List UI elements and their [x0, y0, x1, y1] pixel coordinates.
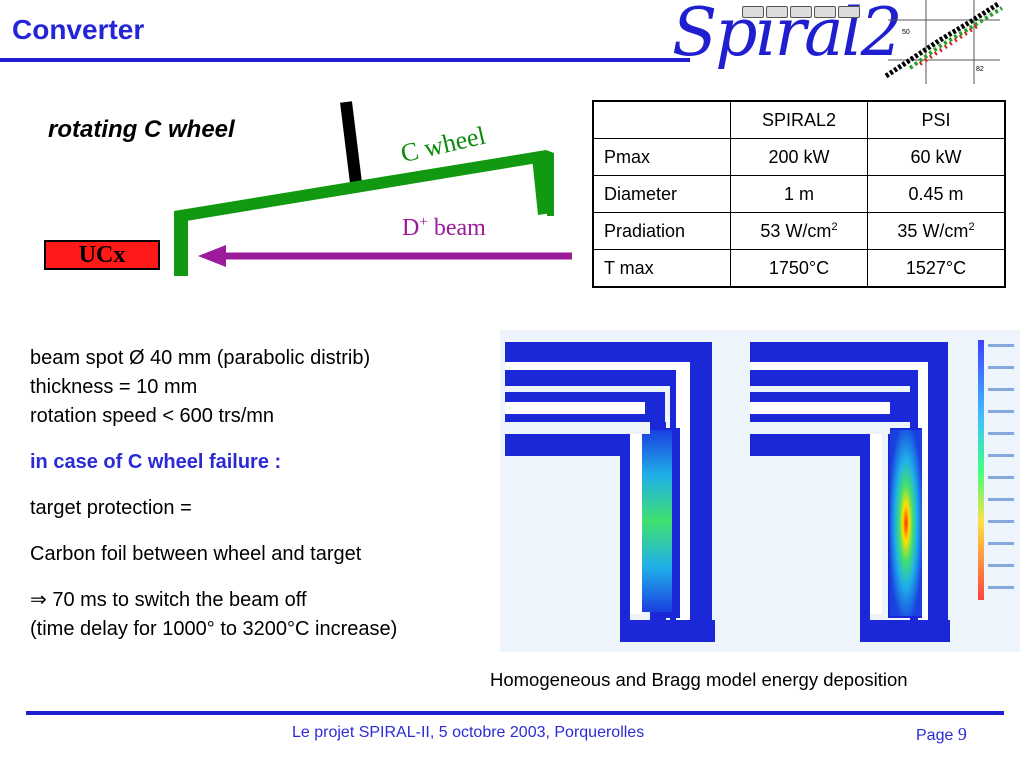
beam-arrow-head	[198, 245, 226, 267]
title-divider	[0, 58, 690, 62]
psi-value: 35 W/cm2	[867, 212, 1006, 250]
description-text: beam spot Ø 40 mm (parabolic distrib) th…	[30, 344, 500, 644]
psi-value: 0.45 m	[867, 175, 1006, 213]
row-label: Pradiation	[592, 212, 731, 250]
page-indicator: Page 9	[916, 724, 967, 745]
psi-value: 1527°C	[867, 249, 1006, 288]
c-wheel-left-arm	[174, 214, 188, 276]
image-caption: Homogeneous and Bragg model energy depos…	[490, 669, 908, 690]
switch-off-line: ⇒ 70 ms to switch the beam off	[30, 589, 307, 611]
psi-value: 60 kW	[867, 138, 1006, 176]
thickness-line: thickness = 10 mm	[30, 376, 198, 398]
beam-particle: D	[402, 215, 420, 241]
table-row: Pmax 200 kW 60 kW	[592, 138, 1006, 176]
target-protection-line: target protection =	[30, 497, 192, 519]
logo-graph-icon: 50 82	[884, 0, 1004, 84]
footer-text: Le projet SPIRAL-II, 5 octobre 2003, Por…	[292, 724, 645, 741]
c-wheel-right-arm	[532, 155, 552, 215]
rotation-speed-line: rotation speed < 600 trs/mn	[30, 405, 275, 427]
comparison-table: SPIRAL2 PSI Pmax 200 kW 60 kW Diameter 1…	[592, 100, 1006, 288]
logo-badge	[814, 6, 836, 18]
table-row: Pradiation 53 W/cm2 35 W/cm2	[592, 212, 1006, 250]
time-delay-line: (time delay for 1000° to 3200°C increase…	[30, 618, 398, 640]
axle	[340, 101, 362, 184]
footer-divider	[26, 711, 1004, 715]
graph-label-50: 50	[902, 29, 910, 36]
logo-badge	[742, 6, 764, 18]
table-row: Diameter 1 m 0.45 m	[592, 175, 1006, 213]
failure-heading: in case of C wheel failure :	[30, 451, 282, 473]
logo-badge	[838, 6, 860, 18]
beam-spot-line: beam spot Ø 40 mm (parabolic distrib)	[30, 347, 371, 369]
graph-label-82: 82	[976, 66, 984, 73]
row-label: Diameter	[592, 175, 731, 213]
table-header-row: SPIRAL2 PSI	[592, 100, 1006, 139]
c-wheel-top	[174, 152, 552, 223]
spiral2-value: 1750°C	[730, 249, 868, 288]
header-cell-spiral2: SPIRAL2	[730, 100, 868, 139]
slide-title: Converter	[12, 14, 145, 45]
page-label: Page	[916, 727, 958, 744]
c-wheel-diagram	[174, 101, 572, 276]
page-number: 9	[957, 724, 967, 744]
beam-word: beam	[427, 215, 486, 241]
color-scale-bar	[978, 340, 984, 600]
color-scale-ticks	[988, 344, 1014, 589]
ucx-target: UCx	[44, 240, 160, 270]
row-label: T max	[592, 249, 731, 288]
d-beam-label: D+ beam	[402, 214, 486, 242]
spiral2-value: 53 W/cm2	[730, 212, 868, 250]
logo-badge	[790, 6, 812, 18]
bragg-model	[750, 342, 950, 642]
table-row: T max 1750°C 1527°C	[592, 249, 1006, 288]
header-cell-empty	[592, 100, 731, 139]
rotating-wheel-label: rotating C wheel	[48, 116, 235, 143]
header-cell-psi: PSI	[867, 100, 1006, 139]
logo-badge	[766, 6, 788, 18]
carbon-foil-line: Carbon foil between wheel and target	[30, 543, 362, 565]
logo-badges	[742, 5, 862, 23]
homogeneous-model	[505, 342, 715, 642]
beam-charge: +	[419, 214, 428, 230]
spiral2-value: 200 kW	[730, 138, 868, 176]
energy-deposition-image	[500, 330, 1020, 652]
row-label: Pmax	[592, 138, 731, 176]
implies-arrow-icon: ⇒	[30, 589, 47, 611]
spiral2-value: 1 m	[730, 175, 868, 213]
